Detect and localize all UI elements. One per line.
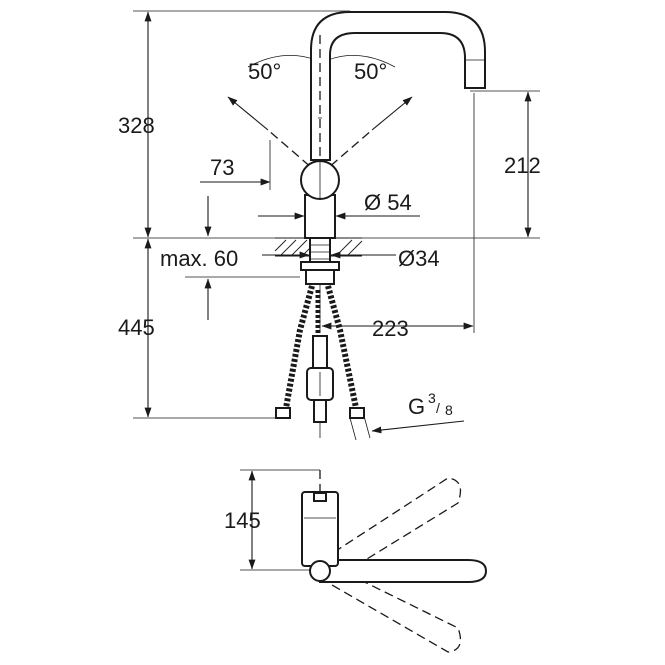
label-angle-right: 50° — [354, 59, 387, 84]
label-angle-left: 50° — [248, 59, 281, 84]
label-max-60: max. 60 — [160, 246, 238, 271]
label-thread-den: 8 — [445, 402, 453, 418]
lever-plan — [301, 491, 339, 567]
label-thread-num: 3 — [428, 390, 436, 406]
swing-lines — [227, 55, 413, 176]
spout-swing-down — [319, 567, 462, 653]
plan-view: 145 — [224, 469, 488, 653]
spout — [310, 11, 486, 161]
label-thread-g: G — [408, 394, 425, 419]
label-height-212: 212 — [504, 153, 541, 178]
spout-plan — [319, 559, 488, 583]
dimension-lines-horizontal — [200, 140, 474, 441]
dimension-lines-vertical — [144, 11, 532, 418]
supply-hoses — [275, 285, 365, 419]
elevation-view: 328 50° 50° 73 212 Ø 54 max. 60 Ø34 445 … — [118, 10, 541, 441]
label-diameter-54: Ø 54 — [364, 190, 412, 215]
label-plan-145: 145 — [224, 508, 261, 533]
faucet-body — [300, 160, 340, 239]
label-height-328: 328 — [118, 113, 155, 138]
label-offset-73: 73 — [210, 155, 234, 180]
label-depth-445: 445 — [118, 315, 155, 340]
hose-weight — [306, 335, 334, 438]
label-thread-slash: / — [436, 400, 440, 416]
elevation-labels: 328 50° 50° 73 212 Ø 54 max. 60 Ø34 445 … — [118, 59, 541, 419]
label-reach-223: 223 — [372, 316, 409, 341]
label-diameter-34: Ø34 — [398, 246, 440, 271]
spout-swing-up — [321, 477, 462, 579]
